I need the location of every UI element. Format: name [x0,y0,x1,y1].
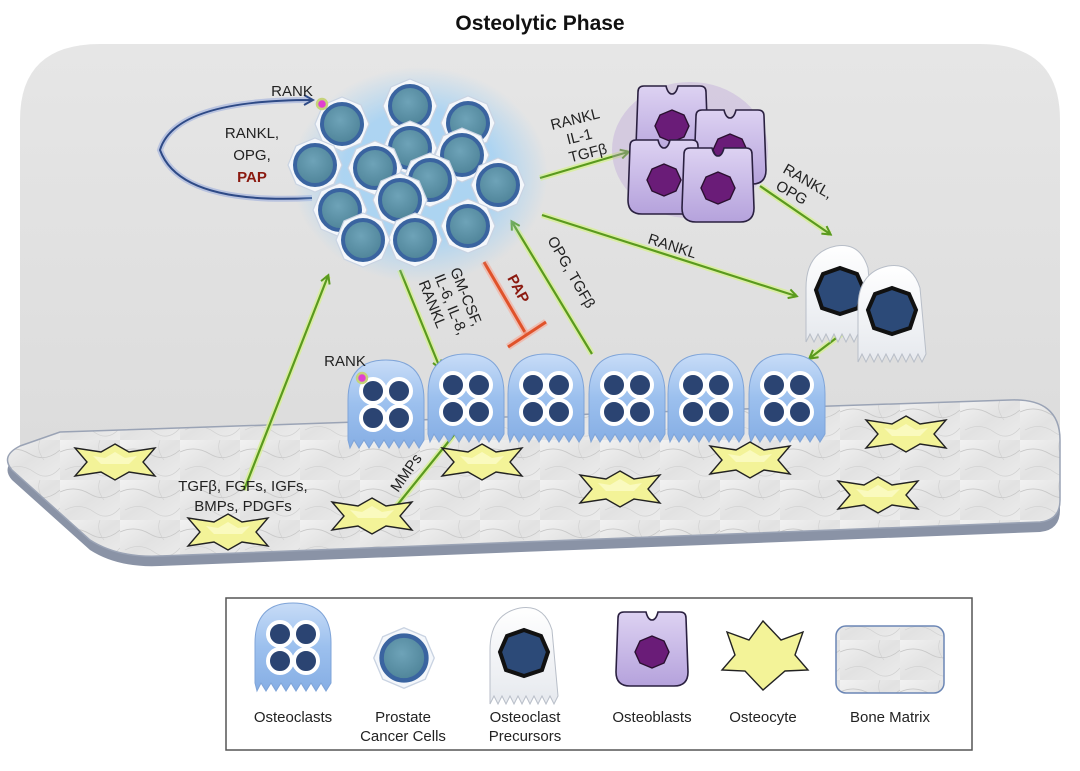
osteoclast-precursor-icon [488,605,560,706]
legend-item-osteoblasts: Osteoblasts [612,611,692,726]
legend-label: Bone Matrix [850,709,931,726]
legend-item-prostate-cancer-cells: Prostate Cancer Cells [360,628,446,745]
legend-item-osteocyte: Osteocyte [720,619,810,726]
prostate-cancer-cell-cluster [286,67,548,283]
label-autocrine-2: OPG, [233,147,271,164]
label-to-osteoblasts-2: IL-1 [565,126,594,149]
arrow-matrix-to-cancer [242,276,328,491]
rank-receptor-dot-osteoclast [355,371,369,385]
label-matrix-factors-2: BMPs, PDGFs [194,498,292,515]
label-matrix-factors-1: TGFβ, FGFs, IGFs, [178,478,307,495]
legend-item-osteoclast-precursors: Osteoclast Precursors [488,605,562,745]
legend-label: Prostate [375,709,431,726]
prostate-cancer-cell-icon [374,628,434,688]
bone-matrix-floor [6,399,1061,567]
autocrine-loop-arrow [158,100,312,200]
legend: Osteoclasts Prostate Cancer Cells Osteoc… [225,597,973,751]
arrow-cancer-to-osteoblasts [539,152,628,180]
legend-label: Precursors [489,728,562,745]
arrow-cancer-to-precursors [541,213,796,296]
osteocyte-icon [720,619,810,691]
osteoblast-icon [615,611,689,687]
bone-matrix-icon [835,625,945,694]
label-autocrine-pap: PAP [237,169,267,186]
osteoclast-icon [253,601,333,693]
label-autocrine-1: RANKL, [225,125,279,142]
arrow-osteoclasts-to-cancer [512,222,593,355]
legend-label: Osteoblasts [612,709,691,726]
legend-item-bone-matrix: Bone Matrix [835,625,945,726]
label-rank-top: RANK [271,83,313,100]
legend-label: Osteoclast [490,709,562,726]
label-rank-osteoclast: RANK [324,353,366,370]
arrow-cancer-to-osteoclasts [398,269,440,368]
legend-label: Osteocyte [729,709,797,726]
rank-receptor-dot [315,97,329,111]
diagram-title: Osteolytic Phase [455,12,624,35]
pap-inhibition [480,260,548,350]
background-panel [20,44,1060,450]
legend-label: Osteoclasts [254,709,332,726]
arrow-osteoblasts-to-precursors [759,185,830,234]
legend-label: Cancer Cells [360,728,446,745]
legend-item-osteoclasts: Osteoclasts [253,601,333,726]
osteoblast-group [612,82,768,223]
